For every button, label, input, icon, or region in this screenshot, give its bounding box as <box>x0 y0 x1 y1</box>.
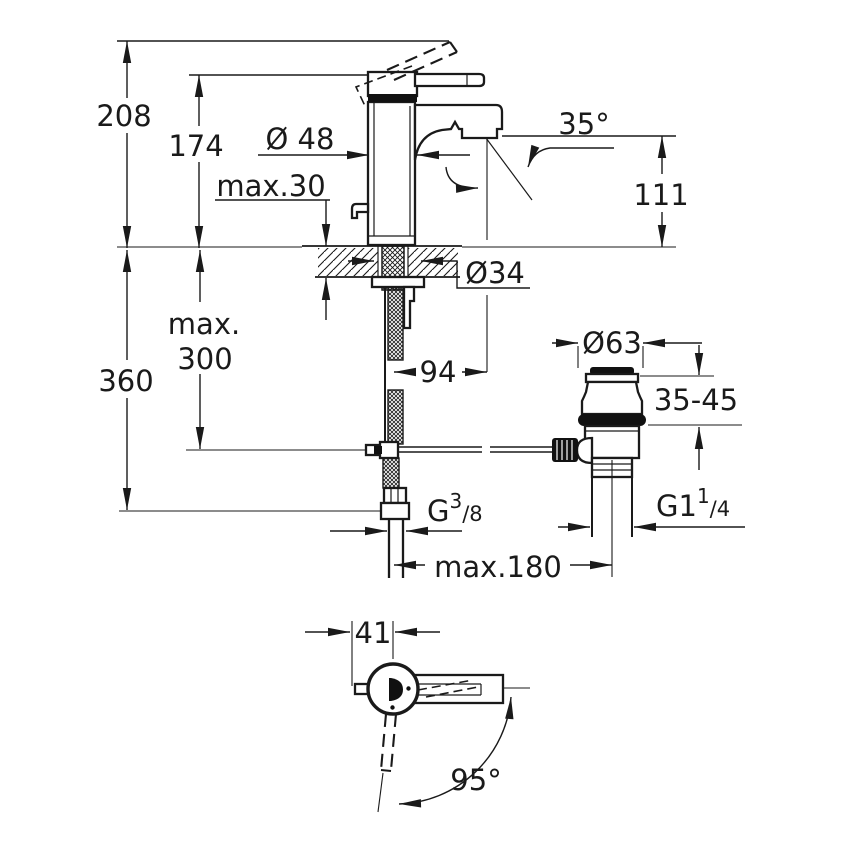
waste-rod-boss <box>575 436 594 465</box>
dim-label-g114: G11/4 <box>656 484 730 523</box>
braided-hose-lower <box>382 457 400 489</box>
rod-clamp-body <box>378 440 400 460</box>
dim-label-3545: 35-45 <box>654 383 738 417</box>
dim-label-174: 174 <box>168 129 223 163</box>
dim-label-g38: G3/8 <box>427 489 483 528</box>
g38-sub: /8 <box>462 502 482 526</box>
waste-plug-rim <box>584 372 640 384</box>
spout-angle-slant-line <box>485 137 533 201</box>
pop-up-waste-group <box>552 367 646 577</box>
plan-lever-dashed-1 <box>417 679 474 691</box>
g38-sup: 3 <box>449 489 462 513</box>
dim-label-111: 111 <box>633 178 688 212</box>
lever-raised-dashed-cap <box>449 41 458 53</box>
waste-funnel <box>580 380 644 416</box>
plan-handle-dashed-cap <box>380 768 392 773</box>
dim-label-208: 208 <box>96 99 151 133</box>
dimension-annotations: 208 174 360 max. 300 Ø 48 max.30 <box>96 40 745 584</box>
dim-label-d63: Ø63 <box>582 326 642 360</box>
dim-label-300: 300 <box>177 342 232 376</box>
g38-nut <box>379 501 411 521</box>
deck-hatch-left <box>318 248 378 276</box>
pull-rod-group <box>364 287 552 460</box>
ext-line-handle-swing <box>377 772 384 813</box>
deck-hatch-right <box>408 248 458 276</box>
lever-raised-dashed-bottom <box>393 51 458 81</box>
handle-raised-dashed-outline <box>354 65 413 107</box>
dim-label-360: 360 <box>98 364 153 398</box>
fixing-flange <box>370 275 426 289</box>
rod-clamp-screw <box>374 446 382 454</box>
plan-cartridge-hole <box>389 678 403 701</box>
plan-screw-dot-right <box>406 686 411 691</box>
handle-block <box>366 70 419 98</box>
hose-end-fitting <box>382 486 408 505</box>
dim-label-95deg: 95° <box>450 763 501 797</box>
waste-knurled-knob <box>552 438 578 462</box>
dim-label-max180: max.180 <box>434 550 562 584</box>
side-view: 208 174 360 max. 300 Ø 48 max.30 <box>96 40 745 584</box>
dim-label-41: 41 <box>355 616 392 650</box>
leader-35deg <box>527 144 614 168</box>
swing-angle-arc <box>398 696 514 808</box>
dim-label-max30: max.30 <box>216 169 325 203</box>
faucet-group <box>350 41 504 247</box>
faucet-spout <box>413 103 504 161</box>
swivel-arc-arrow <box>445 166 479 193</box>
plan-lever-dashed-2 <box>425 686 479 698</box>
plan-rod-hook <box>353 682 370 696</box>
dim-label-d48: Ø 48 <box>266 122 335 156</box>
braided-hose-middle <box>387 389 404 445</box>
g38-base: G <box>427 494 449 528</box>
handle-block-band <box>368 94 417 102</box>
faucet-body <box>366 100 417 247</box>
shank-step-fitting <box>402 285 416 330</box>
leader-d34 <box>445 260 530 289</box>
plan-view: 41 95° <box>305 616 530 813</box>
dim-label-94: 94 <box>420 355 457 389</box>
pull-rod-hook <box>350 202 370 220</box>
g114-base: G1 <box>656 489 697 523</box>
plan-screw-dot-bottom <box>390 705 395 710</box>
handle-lever <box>413 72 486 88</box>
lever-raised-dashed-top <box>386 41 451 71</box>
plan-handle-dashed-left <box>379 713 388 771</box>
dim-label-d34: Ø34 <box>465 256 525 290</box>
dim-label-max: max. <box>168 307 240 341</box>
plan-handle-dashed-right <box>389 713 398 771</box>
g114-sub: /4 <box>710 497 730 521</box>
g114-sup: 1 <box>697 484 710 508</box>
braided-hose-upper <box>387 286 404 361</box>
waste-o-ring <box>578 414 646 426</box>
